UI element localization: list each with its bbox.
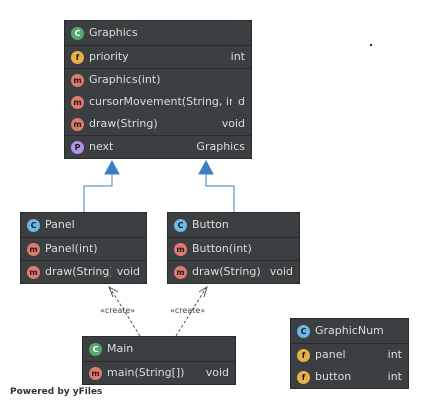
panel-class-node[interactable]: C Panel m Panel(int) m draw(String) void <box>20 212 147 284</box>
method-type: void <box>205 366 229 379</box>
stray-dot <box>370 44 372 46</box>
field-name: button <box>315 370 352 383</box>
main-header: C Main <box>83 337 235 362</box>
method-name: main(String[]) <box>107 366 185 379</box>
class-title: Button <box>192 218 229 231</box>
property-name: next <box>89 140 114 153</box>
create-edge-button <box>175 287 207 337</box>
constructor-name: Graphics(int) <box>89 73 161 86</box>
class-title: Graphics <box>89 26 138 39</box>
method-icon: m <box>27 242 40 256</box>
field-type: int <box>387 370 402 383</box>
property-type: Graphics <box>196 140 245 153</box>
main-class-icon: C <box>89 342 102 356</box>
footer-credit: Powered by yFiles <box>10 387 103 397</box>
method-type: void <box>221 117 245 130</box>
create-label-button: «create» <box>170 306 206 315</box>
method-type: void <box>269 265 293 278</box>
constructor-row[interactable]: m Graphics(int) <box>65 68 251 91</box>
method-row[interactable]: m draw(String) void <box>168 260 299 283</box>
method-name: cursorMovement(String, int) <box>89 95 233 108</box>
graphicnum-header: C GraphicNum <box>291 319 408 344</box>
static-field-icon: f <box>297 370 310 384</box>
method-icon: m <box>71 73 84 87</box>
abstract-class-icon: C <box>71 26 84 40</box>
field-type: int <box>387 348 402 361</box>
field-icon: f <box>71 50 84 64</box>
inherit-edge-panel <box>83 173 113 212</box>
static-field-icon: f <box>297 348 310 362</box>
property-icon: P <box>71 140 84 154</box>
constructor-name: Button(int) <box>192 242 252 255</box>
method-type: d <box>238 95 245 108</box>
class-icon: C <box>297 324 310 338</box>
create-label-panel: «create» <box>100 306 136 315</box>
graphics-class-node[interactable]: C Graphics f priority int m Graphics(int… <box>64 20 252 159</box>
constructor-row[interactable]: m Panel(int) <box>21 238 146 260</box>
field-row[interactable]: f priority int <box>65 46 251 68</box>
constructor-row[interactable]: m Button(int) <box>168 238 299 260</box>
field-type: int <box>230 50 245 63</box>
method-name: draw(String) <box>192 265 261 278</box>
inherit-arrow-panel <box>104 159 120 175</box>
button-header: C Button <box>168 213 299 238</box>
field-name: panel <box>315 348 346 361</box>
method-row[interactable]: m draw(String) void <box>65 113 251 135</box>
field-row[interactable]: f panel int <box>291 344 408 366</box>
constructor-name: Panel(int) <box>45 242 98 255</box>
button-class-node[interactable]: C Button m Button(int) m draw(String) vo… <box>167 212 300 284</box>
create-arrow-button <box>198 285 208 298</box>
field-row[interactable]: f button int <box>291 366 408 388</box>
method-icon: m <box>174 265 187 279</box>
method-row[interactable]: m draw(String) void <box>21 260 146 283</box>
main-class-node[interactable]: C Main m main(String[]) void <box>82 336 236 385</box>
field-name: priority <box>89 50 129 63</box>
inherit-arrow-button <box>198 159 214 175</box>
method-type: void <box>116 265 140 278</box>
method-row[interactable]: m main(String[]) void <box>83 362 235 384</box>
static-method-icon: m <box>89 366 102 380</box>
method-name: draw(String) <box>89 117 158 130</box>
create-arrow-panel <box>108 285 119 298</box>
inherit-edge-button <box>205 173 235 212</box>
graphics-header: C Graphics <box>65 21 251 46</box>
abstract-method-icon: m <box>71 117 84 131</box>
panel-header: C Panel <box>21 213 146 238</box>
method-icon: m <box>174 242 187 256</box>
method-icon: m <box>71 95 84 109</box>
method-icon: m <box>27 265 40 279</box>
property-row[interactable]: P next Graphics <box>65 135 251 158</box>
create-edge-panel <box>109 287 141 337</box>
class-title: Panel <box>45 218 75 231</box>
class-icon: C <box>174 218 187 232</box>
class-title: Main <box>107 342 134 355</box>
class-icon: C <box>27 218 40 232</box>
method-name: draw(String) <box>45 265 111 278</box>
graphicnum-class-node[interactable]: C GraphicNum f panel int f button int <box>290 318 409 389</box>
class-title: GraphicNum <box>315 324 384 337</box>
method-row[interactable]: m cursorMovement(String, int) d <box>65 91 251 113</box>
